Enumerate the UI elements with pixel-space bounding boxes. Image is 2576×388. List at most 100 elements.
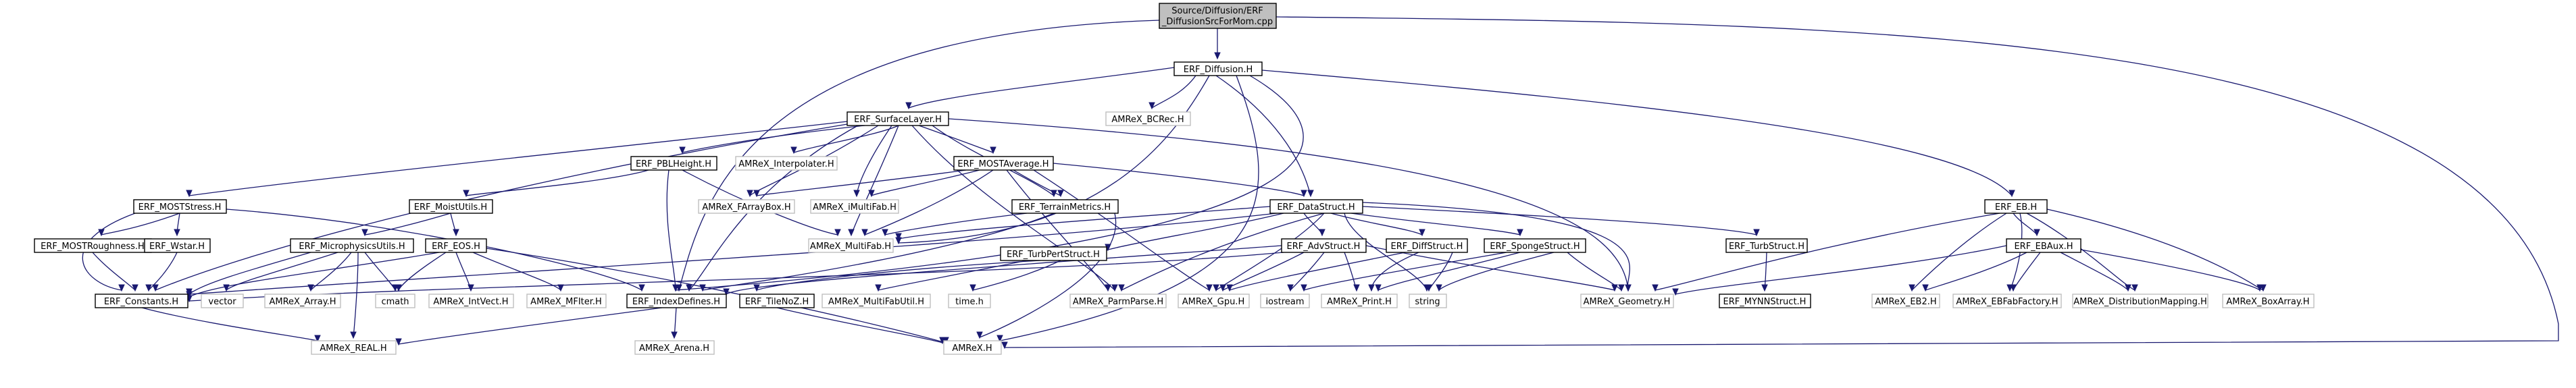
svg-text:ERF_DataStruct.H: ERF_DataStruct.H: [1277, 202, 1355, 213]
node-erf-indexdefines[interactable]: ERF_IndexDefines.H: [626, 294, 727, 308]
node-erf-moistutils[interactable]: ERF_MoistUtils.H: [409, 199, 493, 214]
node-amrex-arena[interactable]: AMReX_Arena.H: [634, 340, 715, 355]
node-erf-datastruct[interactable]: ERF_DataStruct.H: [1269, 199, 1363, 214]
include-edge: [756, 260, 1041, 291]
node-erf-diffusion[interactable]: ERF_Diffusion.H: [1173, 61, 1263, 76]
include-edge: [2080, 249, 2261, 291]
edge-arrowhead: [1214, 52, 1221, 60]
node-erf-constants[interactable]: ERF_Constants.H: [95, 294, 188, 308]
edge-arrowhead: [350, 331, 357, 339]
edge-arrowhead: [1001, 341, 1008, 350]
node-erf-turbpertstruct[interactable]: ERF_TurbPertStruct.H: [1000, 246, 1107, 261]
edge-arrowhead: [1300, 190, 1307, 198]
edge-arrowhead: [1753, 229, 1760, 237]
node-amrex-multifabutil[interactable]: AMReX_MultiFabUtil.H: [822, 294, 931, 308]
node-erf-moststress[interactable]: ERF_MOSTStress.H: [133, 199, 227, 214]
include-edge: [1053, 163, 1305, 196]
svg-text:AMReX_Interpolater.H: AMReX_Interpolater.H: [738, 159, 834, 169]
edge-arrowhead: [1618, 284, 1625, 292]
edge-arrowhead: [307, 284, 314, 292]
node-erf-diffstruct[interactable]: ERF_DiffStruct.H: [1386, 238, 1468, 253]
svg-text:ERF_SpongeStruct.H: ERF_SpongeStruct.H: [1490, 242, 1580, 252]
edge-arrowhead: [2009, 190, 2015, 198]
svg-text:ERF_SurfaceLayer.H: ERF_SurfaceLayer.H: [854, 115, 942, 125]
node-erf-ebaux[interactable]: ERF_EBAux.H: [2006, 238, 2081, 253]
node-erf-eb[interactable]: ERF_EB.H: [1984, 199, 2048, 214]
node-erf-spongestruct[interactable]: ERF_SpongeStruct.H: [1484, 238, 1586, 253]
node-cmath[interactable]: cmath: [375, 294, 415, 308]
include-edge: [1290, 252, 1325, 291]
include-edge: [398, 307, 663, 345]
node-iostream[interactable]: iostream: [1260, 294, 1310, 308]
include-edge: [1107, 213, 1284, 250]
node-erf-eos[interactable]: ERF_EOS.H: [425, 238, 487, 253]
include-edge: [2046, 209, 2264, 291]
node-amrex-ebfabfactory[interactable]: AMReX_EBFabFactory.H: [1952, 294, 2062, 308]
edge-arrowhead: [1517, 229, 1523, 237]
include-edge: [898, 75, 1210, 244]
include-edge: [188, 252, 440, 298]
svg-text:ERF_MicrophysicsUtils.H: ERF_MicrophysicsUtils.H: [299, 242, 405, 252]
node-amrex-real[interactable]: AMReX_REAL.H: [311, 340, 397, 355]
node-amrex-farraybox[interactable]: AMReX_FArrayBox.H: [698, 199, 795, 214]
edge-arrowhead: [453, 229, 459, 237]
svg-text:AMReX_ParmParse.H: AMReX_ParmParse.H: [1073, 297, 1163, 307]
node-erf-advstruct[interactable]: ERF_AdvStruct.H: [1281, 238, 1367, 253]
svg-text:ERF_MOSTAverage.H: ERF_MOSTAverage.H: [957, 159, 1049, 169]
node-amrex-gpu[interactable]: AMReX_Gpu.H: [1178, 294, 1250, 308]
edge-arrowhead: [361, 229, 368, 237]
node-string[interactable]: string: [1409, 294, 1447, 308]
node-erf-pblheight[interactable]: ERF_PBLHeight.H: [630, 156, 717, 171]
node-amrex-intvect[interactable]: AMReX_IntVect.H: [428, 294, 514, 308]
include-edge: [1121, 213, 1325, 291]
node-erf-mostaverage[interactable]: ERF_MOSTAverage.H: [953, 156, 1054, 171]
node-erf-microphysicsutils[interactable]: ERF_MicrophysicsUtils.H: [290, 238, 414, 253]
node-vector[interactable]: vector: [201, 294, 244, 308]
node-amrex-distributionmapping[interactable]: AMReX_DistributionMapping.H: [2072, 294, 2208, 308]
edge-arrowhead: [395, 338, 402, 346]
node-erf-wstar[interactable]: ERF_Wstar.H: [144, 238, 211, 253]
node-erf-turbstruct[interactable]: ERF_TurbStruct.H: [1725, 238, 1808, 253]
node-amrex-array[interactable]: AMReX_Array.H: [264, 294, 341, 308]
node-amrex-bcrec[interactable]: AMReX_BCRec.H: [1105, 111, 1191, 126]
edge-arrowhead: [1057, 190, 1064, 198]
edge-arrowhead: [1300, 284, 1307, 292]
node-amrex-imultifab[interactable]: AMReX_iMultiFab.H: [810, 199, 899, 214]
svg-text:ERF_PBLHeight.H: ERF_PBLHeight.H: [636, 159, 711, 169]
edge-arrowhead: [152, 284, 159, 292]
node-amrex-print[interactable]: AMReX_Print.H: [1321, 294, 1398, 308]
node-amrex-multifab[interactable]: AMReX_MultiFab.H: [808, 238, 894, 253]
node-time-h[interactable]: time.h: [948, 294, 991, 308]
node-amrex-eb2[interactable]: AMReX_EB2.H: [1871, 294, 1940, 308]
node-erf-mynnstruct[interactable]: ERF_MYNNStruct.H: [1719, 294, 1811, 308]
node-erf-terrainmetrics[interactable]: ERF_TerrainMetrics.H: [1011, 199, 1119, 214]
include-edge: [1925, 252, 2027, 291]
node-erf-surfacelayer[interactable]: ERF_SurfaceLayer.H: [847, 111, 949, 126]
node-amrex-interpolater[interactable]: AMReX_Interpolater.H: [735, 156, 838, 171]
svg-text:ERF_MoistUtils.H: ERF_MoistUtils.H: [414, 202, 487, 213]
include-edge: [1911, 213, 2007, 291]
node-amrex-parmparse[interactable]: AMReX_ParmParse.H: [1069, 294, 1167, 308]
svg-text:ERF_EOS.H: ERF_EOS.H: [432, 242, 480, 252]
include-edge: [188, 121, 848, 196]
include-edge: [1215, 213, 1325, 291]
include-edge: [226, 252, 338, 291]
node-amrex-mfiter[interactable]: AMReX_MFIter.H: [526, 294, 607, 308]
node-root-file[interactable]: Source/Diffusion/ERF _DiffusionSrcForMom…: [1159, 3, 1277, 29]
node-erf-tilenoz[interactable]: ERF_TileNoZ.H: [739, 294, 815, 308]
node-amrex[interactable]: AMReX.H: [943, 340, 1002, 355]
node-amrex-boxarray[interactable]: AMReX_BoxArray.H: [2222, 294, 2315, 308]
svg-text:time.h: time.h: [955, 297, 984, 307]
node-erf-mostroughness[interactable]: ERF_MOSTRoughness.H: [34, 238, 152, 253]
edge-arrowhead: [1213, 284, 1219, 292]
include-edge: [688, 125, 859, 291]
svg-text:AMReX_iMultiFab.H: AMReX_iMultiFab.H: [813, 202, 896, 213]
include-edge: [999, 75, 1259, 341]
edge-arrowhead: [145, 284, 152, 292]
include-edge: [1675, 245, 2007, 295]
svg-text:ERF_AdvStruct.H: ERF_AdvStruct.H: [1287, 242, 1361, 252]
edge-arrowhead: [672, 284, 679, 292]
node-amrex-geometry[interactable]: AMReX_Geometry.H: [1580, 294, 1674, 308]
include-edge: [1344, 213, 1428, 291]
include-edge: [908, 67, 1175, 109]
